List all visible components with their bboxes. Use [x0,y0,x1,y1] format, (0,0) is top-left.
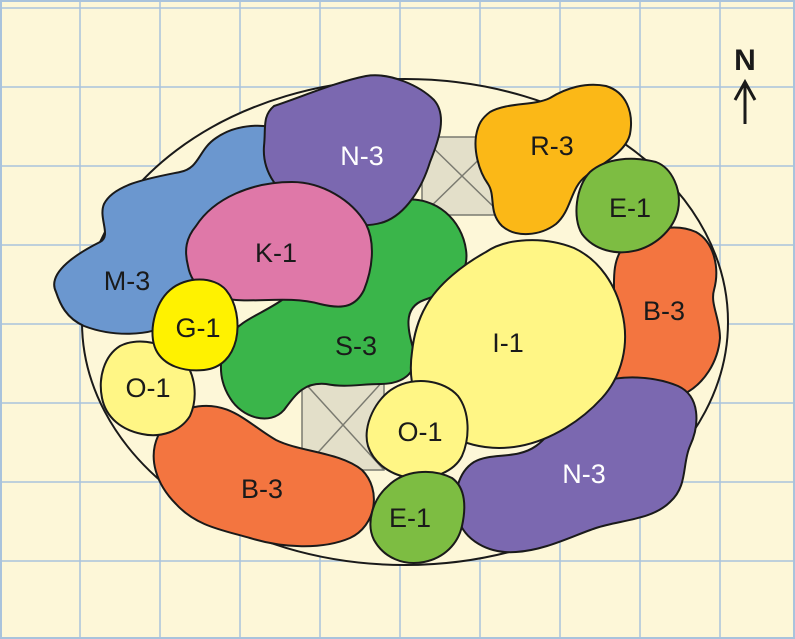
zone-label: B-3 [643,296,685,326]
zone-shape [365,380,469,480]
zone-o1-center: O-1 [365,380,469,480]
zone-label: E-1 [389,503,431,533]
zone-shape [152,404,375,548]
zone-n3-bottom: N-3 [454,376,698,554]
north-arrow: N [733,44,757,124]
zone-label: N-3 [340,141,384,171]
zone-b3-right: B-3 [608,226,721,401]
zone-m3: M-3 [53,124,301,335]
zone-label: K-1 [255,238,297,268]
zone-shape [575,157,680,254]
zone-label: E-1 [609,193,651,223]
zone-label: R-3 [530,131,574,161]
zone-label: I-1 [492,328,524,358]
zone-e1-right: E-1 [575,157,680,254]
zone-k1: K-1 [185,181,373,308]
zone-shape [369,470,466,564]
zone-shape [409,239,626,449]
north-label: N [734,44,756,77]
zone-label: S-3 [335,331,377,361]
zone-shape [151,278,239,372]
zone-label: O-1 [125,373,170,403]
zone-label: G-1 [175,313,220,343]
zone-r3: R-3 [474,83,632,235]
zone-label: B-3 [241,474,283,504]
zone-b3-left: B-3 [152,404,375,548]
zone-shape [454,376,698,554]
zone-g1: G-1 [151,278,239,372]
zone-label: M-3 [104,266,151,296]
zone-i1: I-1 [409,239,626,449]
north-arrow-head [733,78,757,101]
zone-label: O-1 [397,417,442,447]
zone-label: N-3 [562,459,606,489]
zone-shape [474,83,632,235]
zone-e1-bottom: E-1 [369,470,466,564]
